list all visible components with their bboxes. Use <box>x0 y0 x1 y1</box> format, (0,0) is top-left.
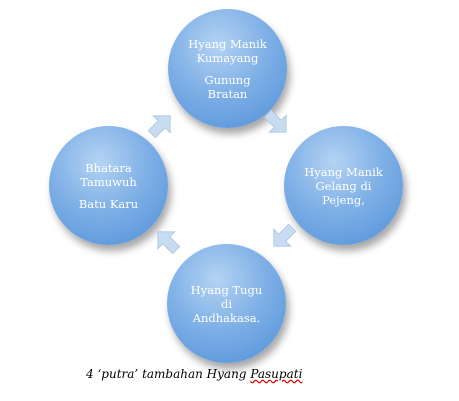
node-bottom-line3: Andhakasa. <box>192 310 261 325</box>
caption-last: Pasupati <box>250 367 303 381</box>
node-hyang-manik-gelang: Hyang Manik Gelang di Pejeng, <box>284 126 403 245</box>
node-left-line3: Batu Karu <box>78 196 139 211</box>
caption-rest: tambahan Hyang <box>142 367 247 381</box>
node-right-line3: Pejeng, <box>322 192 365 207</box>
figure-caption: 4 ‘putra’ tambahan Hyang Pasupati <box>86 367 302 381</box>
caption-number: 4 <box>86 367 94 381</box>
node-top-line3: Gunung <box>204 72 251 87</box>
node-left-line2: Tamuwuh <box>80 174 137 189</box>
node-hyang-manik-kumayang: Hyang Manik Kumayang Gunung Bratan <box>168 9 287 128</box>
node-right-line2: Gelang di <box>315 178 372 193</box>
node-bottom-line2: di <box>220 296 233 311</box>
node-right-line1: Hyang Manik <box>304 164 383 179</box>
node-bottom-line1: Hyang Tugu <box>190 282 263 297</box>
node-top-line2: Kumayang <box>196 50 259 65</box>
arrow-bottom-to-left-icon <box>157 231 181 255</box>
node-top-line1: Hyang Manik <box>188 36 267 51</box>
node-left-line1: Bhatara <box>85 160 132 175</box>
arrow-left-to-top-icon <box>147 115 171 139</box>
arrow-right-to-bottom-icon <box>273 223 297 247</box>
node-hyang-tugu: Hyang Tugu di Andhakasa. <box>167 244 286 363</box>
caption-quoted: ‘putra’ <box>97 367 139 381</box>
node-bhatara-tamuwuh: Bhatara Tamuwuh Batu Karu <box>49 126 168 245</box>
node-top-line4: Bratan <box>207 86 248 101</box>
arrow-top-to-right-icon <box>263 109 287 133</box>
